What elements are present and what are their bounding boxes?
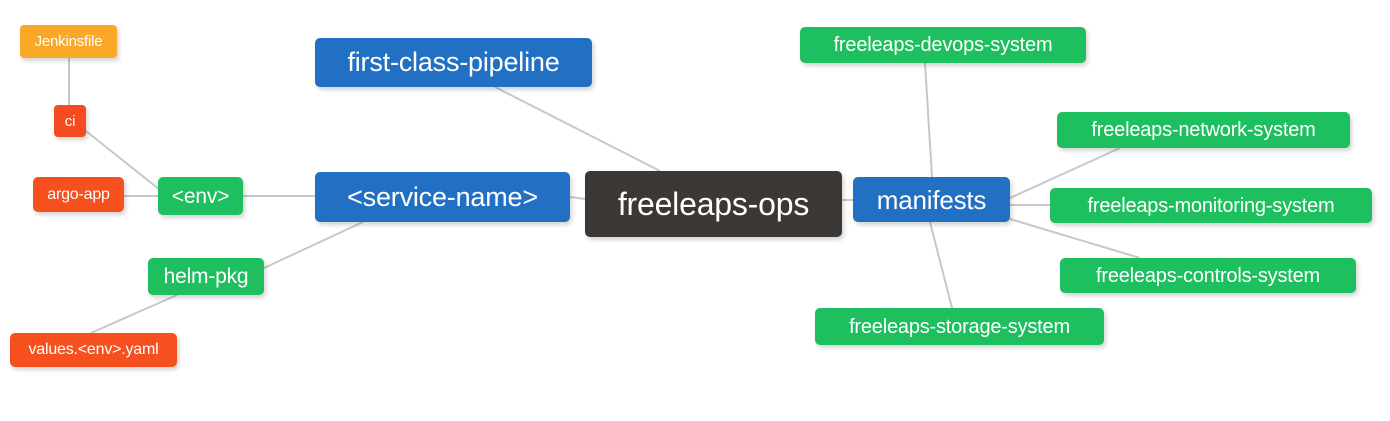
node-label: ci (64, 112, 76, 130)
node-freeleaps-controls-system[interactable]: freeleaps-controls-system (1060, 258, 1356, 293)
edge-manifests-storage (929, 221, 953, 309)
node-first-class-pipeline[interactable]: first-class-pipeline (315, 38, 592, 87)
node-label: freeleaps-controls-system (1096, 264, 1320, 287)
node-label: first-class-pipeline (347, 47, 560, 77)
node-label: manifests (876, 184, 987, 215)
node-label: <service-name> (347, 181, 538, 212)
node-helm-pkg[interactable]: helm-pkg (148, 258, 264, 295)
node-label: freeleaps-network-system (1091, 119, 1316, 141)
node-label: helm-pkg (163, 265, 249, 288)
node-service-name[interactable]: <service-name> (315, 172, 570, 222)
node-freeleaps-monitoring-system[interactable]: freeleaps-monitoring-system (1050, 188, 1372, 223)
node-label: freeleaps-devops-system (833, 34, 1053, 56)
node-values-yaml[interactable]: values.<env>.yaml (10, 333, 177, 367)
node-label: <env> (171, 184, 230, 208)
edge-manifests-devops (924, 62, 933, 178)
edge-root-pipeline (494, 86, 661, 172)
node-label: argo-app (47, 185, 110, 203)
node-freeleaps-devops-system[interactable]: freeleaps-devops-system (800, 27, 1086, 63)
node-argo-app[interactable]: argo-app (33, 177, 124, 212)
node-label: freeleaps-monitoring-system (1087, 194, 1335, 217)
node-ci[interactable]: ci (54, 105, 86, 137)
node-env[interactable]: <env> (158, 177, 243, 215)
node-freeleaps-ops-root[interactable]: freeleaps-ops (585, 171, 842, 237)
edge-manifests-controls (1009, 218, 1141, 259)
node-manifests[interactable]: manifests (853, 177, 1010, 222)
node-label: freeleaps-ops (617, 186, 810, 222)
node-freeleaps-storage-system[interactable]: freeleaps-storage-system (815, 308, 1104, 345)
edge-helm-pkg-values-yaml (90, 294, 178, 334)
node-jenkinsfile[interactable]: Jenkinsfile (20, 25, 117, 58)
node-label: Jenkinsfile (34, 33, 103, 50)
edge-service-name-helm-pkg (263, 221, 364, 269)
edge-root-service-name (569, 196, 586, 200)
node-freeleaps-network-system[interactable]: freeleaps-network-system (1057, 112, 1350, 148)
node-label: values.<env>.yaml (28, 341, 159, 358)
node-label: freeleaps-storage-system (849, 315, 1070, 338)
